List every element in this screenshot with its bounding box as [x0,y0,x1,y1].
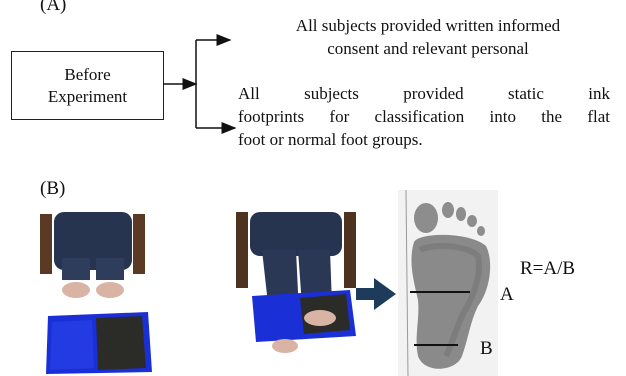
box-line-1: Before [64,64,111,84]
box-line-2: Experiment [47,86,128,106]
label-b: B [480,338,493,359]
ratio-formula: R=A/B [520,258,576,279]
panel-a-label: (A) [40,0,67,15]
footprint-line-2: footprints for classification into the f… [238,107,610,126]
consent-line-1: All subjects provided written informed [295,16,561,35]
footprint-line-3: foot or normal foot groups. [238,130,423,149]
consent-line-2: consent and relevant personal [327,39,529,58]
consent-text: All subjects provided written informed c… [248,14,608,60]
panel-b-label: (B) [40,178,66,199]
footprint-line-1: All subjects provided static ink [238,84,610,103]
footprint-text: All subjects provided static ink footpri… [238,82,610,151]
label-a: A [500,284,514,305]
before-experiment-box: Before Experiment [11,51,164,120]
